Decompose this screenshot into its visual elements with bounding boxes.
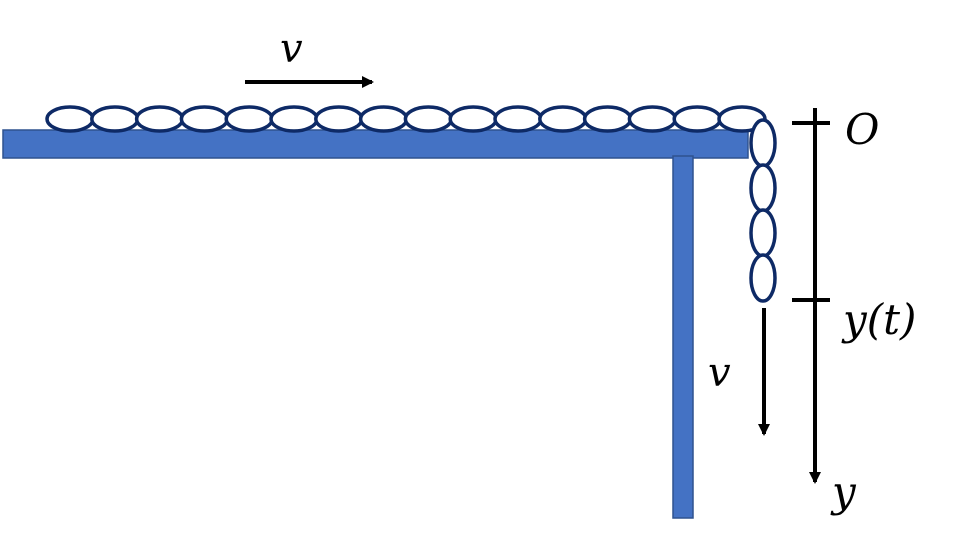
chain-link: [358, 105, 409, 133]
chain-link: [749, 208, 777, 258]
horizontal-velocity-label: v: [280, 26, 303, 72]
chain-link: [179, 105, 230, 133]
vertical-velocity-label: v: [708, 350, 731, 396]
chain-link: [45, 105, 95, 133]
chain-link: [448, 105, 498, 133]
position-label: y(t): [841, 295, 916, 344]
chain-link: [749, 163, 777, 213]
chain-link: [493, 105, 543, 133]
y-axis-label: y: [830, 467, 857, 516]
table-leg: [672, 155, 694, 519]
chain-link: [224, 105, 274, 133]
chain-link: [90, 105, 140, 133]
chain-link: [749, 253, 777, 303]
chain-link: [582, 105, 633, 133]
chain-link: [538, 105, 588, 133]
chain-link: [269, 105, 319, 133]
chain-link: [627, 105, 678, 133]
chain-link: [672, 105, 722, 133]
chain-link: [403, 105, 454, 133]
origin-label: O: [845, 105, 879, 154]
chain-link: [314, 105, 364, 133]
table-top: [2, 129, 749, 159]
chain-link: [134, 105, 185, 133]
chain-link: [749, 118, 777, 168]
chain-horizontal-segment: [45, 105, 767, 133]
chain-hanging-segment: [749, 118, 777, 303]
